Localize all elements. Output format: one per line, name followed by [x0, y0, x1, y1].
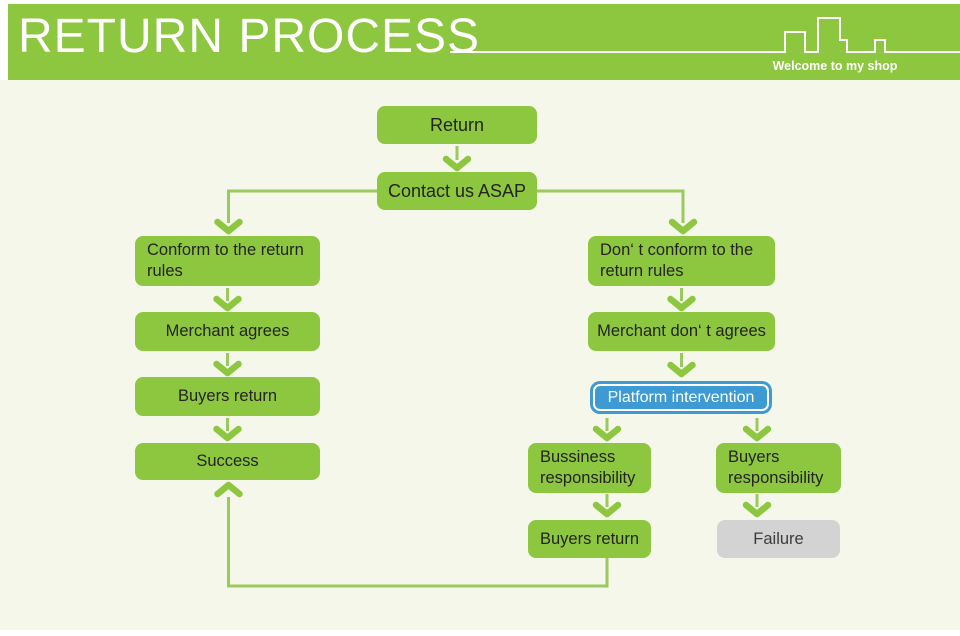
flowchart-canvas: Return Contact us ASAP Conform to the re… — [0, 80, 960, 630]
header-tagline: Welcome to my shop — [772, 59, 898, 73]
skyline-icon — [450, 17, 960, 53]
node-buyers-responsibility: Buyers responsibility — [716, 443, 841, 493]
node-merchant-dont-agrees: Merchant don‘ t agrees — [588, 312, 775, 351]
node-conform-to-rules: Conform to the return rules — [135, 236, 320, 286]
node-contact-us-asap: Contact us ASAP — [377, 172, 537, 210]
node-success: Success — [135, 443, 320, 480]
node-bussiness-responsibility: Bussiness responsibility — [528, 443, 651, 493]
node-return: Return — [377, 106, 537, 144]
node-dont-conform-to-rules: Don‘ t conform to the return rules — [588, 236, 775, 286]
bottom-margin — [0, 630, 960, 636]
node-platform-intervention: Platform intervention — [593, 384, 769, 411]
header-banner: RETURN PROCESS Welcome to my shop — [8, 4, 960, 80]
node-merchant-agrees: Merchant agrees — [135, 312, 320, 351]
page-title: RETURN PROCESS — [18, 10, 481, 63]
node-buyers-return-2: Buyers return — [528, 520, 651, 558]
node-buyers-return-1: Buyers return — [135, 377, 320, 416]
node-failure: Failure — [717, 520, 840, 558]
